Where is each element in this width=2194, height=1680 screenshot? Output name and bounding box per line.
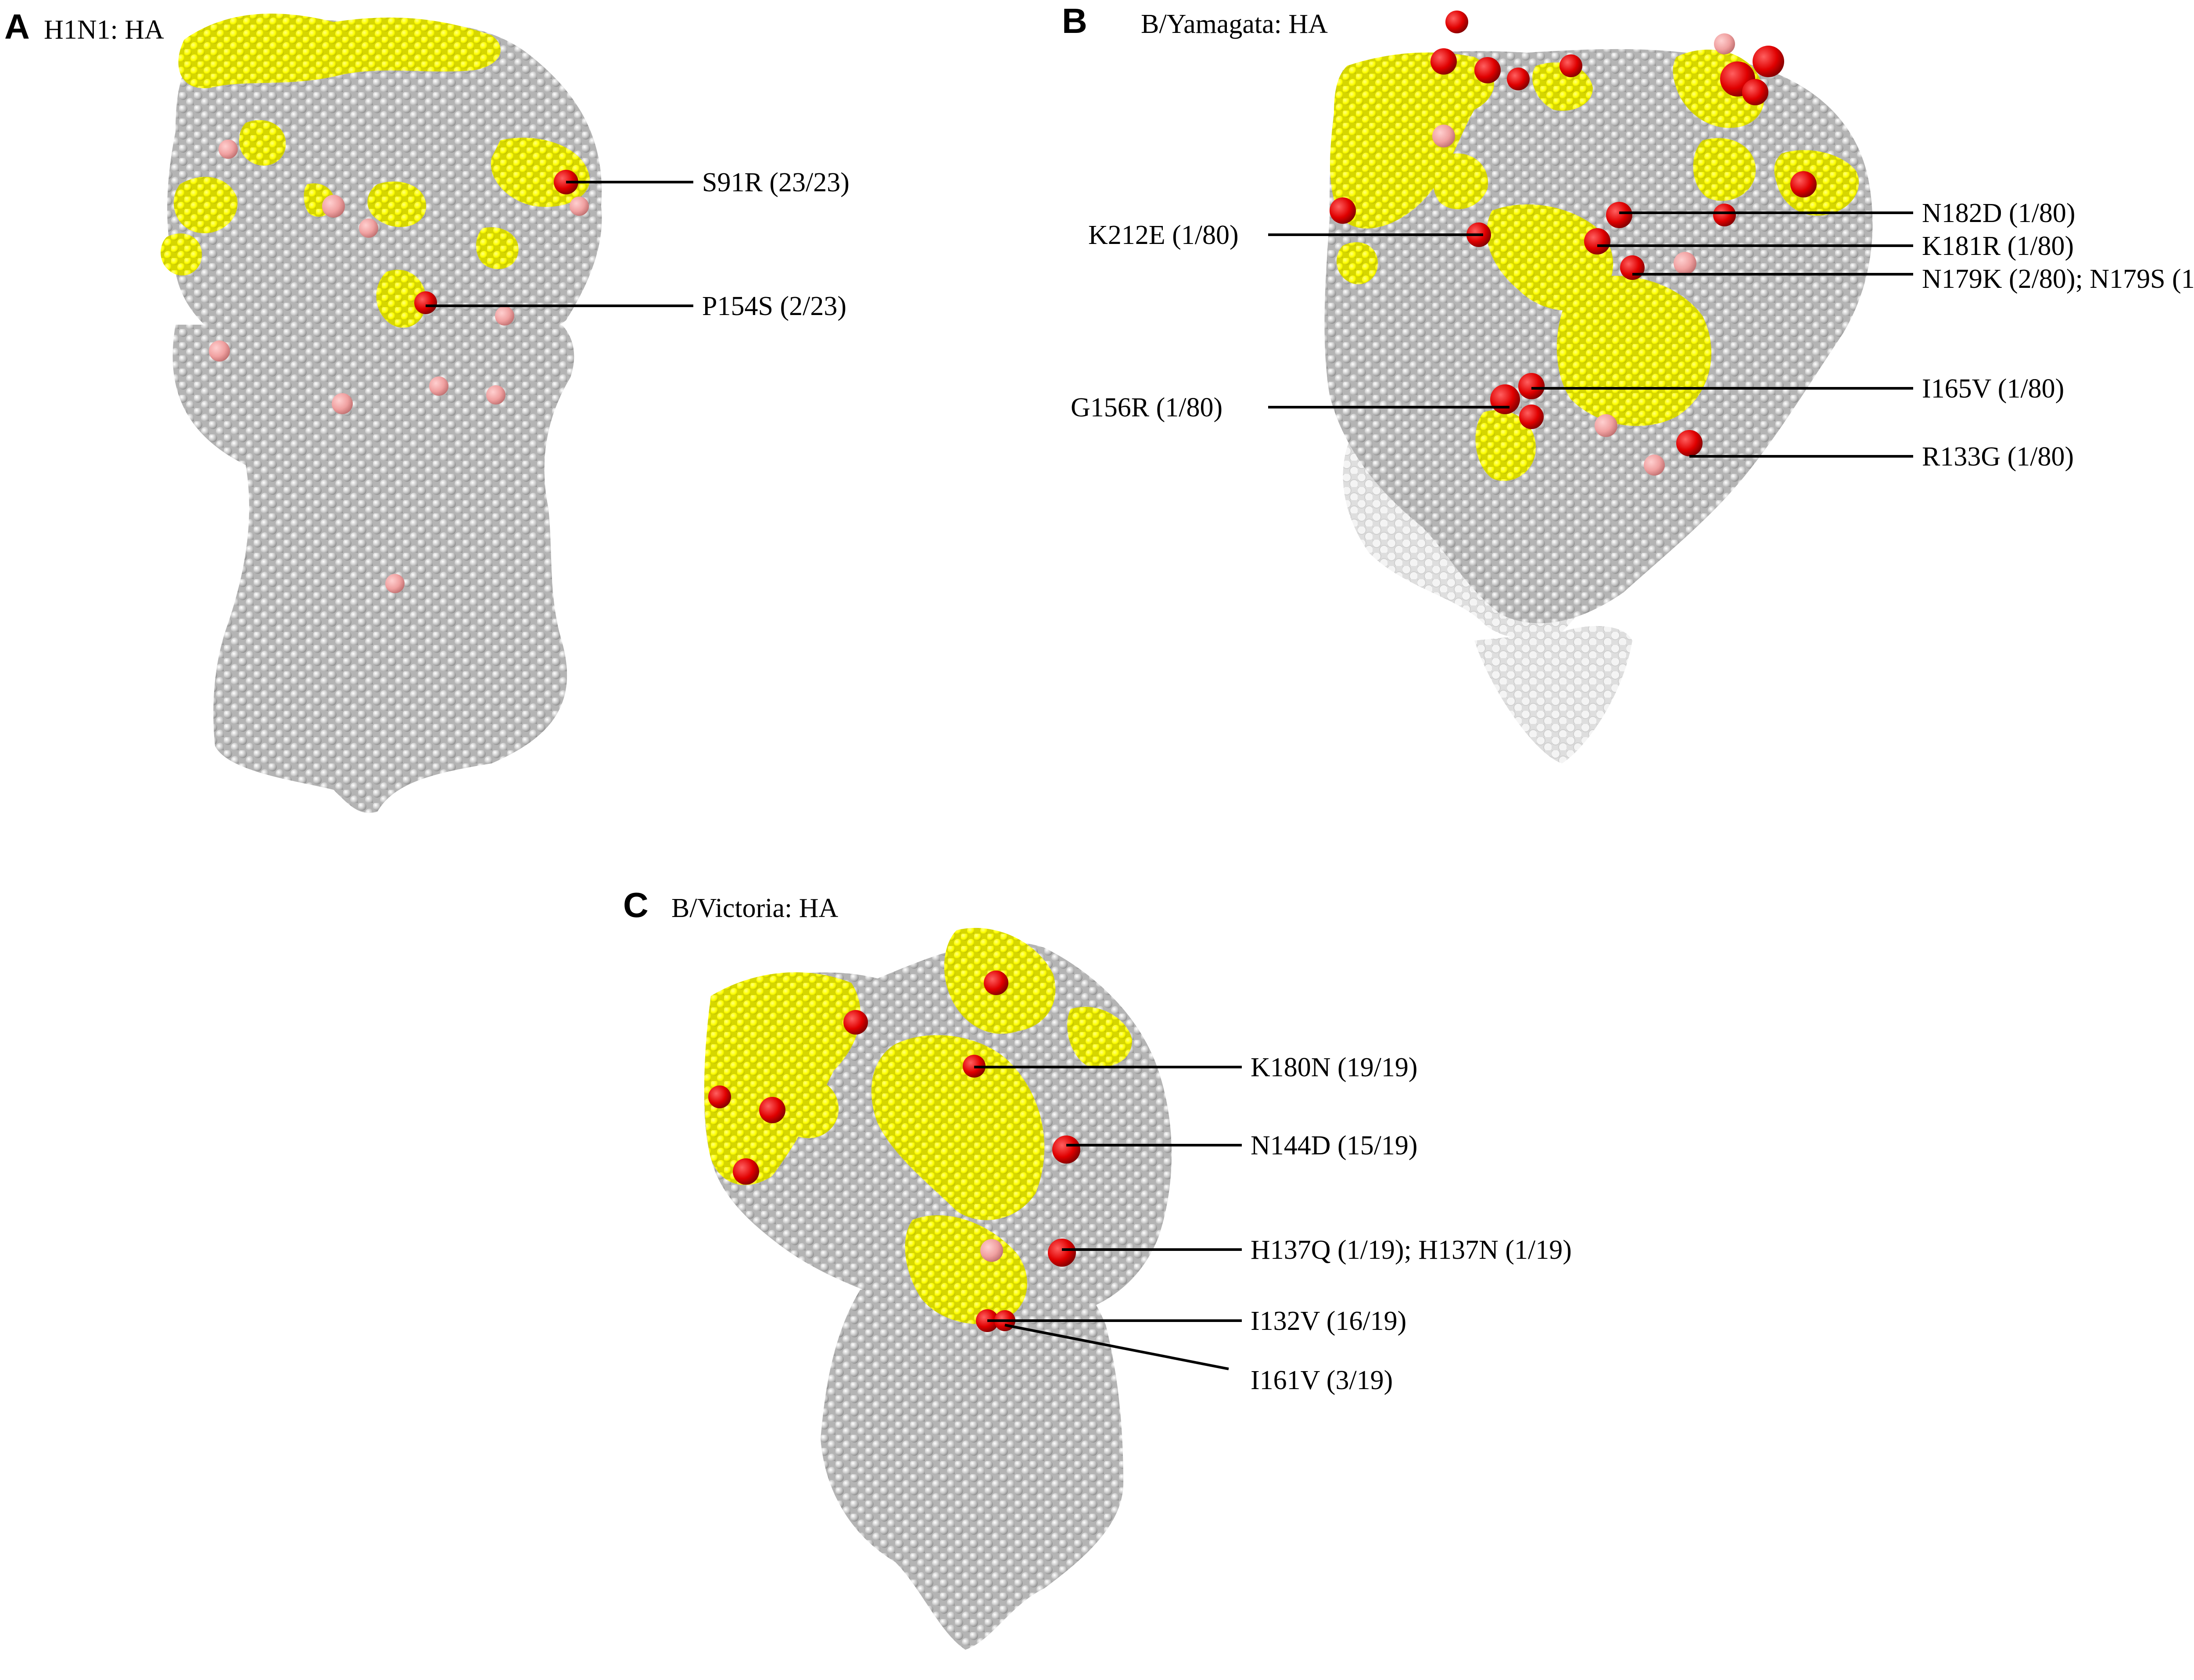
minor-site [359,219,378,238]
mutation-site [1742,79,1768,105]
mutation-label: H137Q (1/19); H137N (1/19) [1251,1235,1572,1265]
minor-site [1595,414,1617,437]
panel-c-title: B/Victoria: HA [671,893,838,923]
mutation-label: I132V (16/19) [1251,1306,1406,1336]
antigenic-site-patch [871,1035,1044,1220]
minor-site [1714,33,1735,54]
mutation-site-i165v [1518,373,1545,399]
mutation-label: N144D (15/19) [1251,1131,1418,1161]
panel-a-letter: A [4,7,30,46]
mutation-site-n182d [1606,202,1632,228]
antigenic-site-patch [1337,242,1378,284]
mutation-site-g156r [1519,405,1544,429]
mutation-label: I161V (3/19) [1251,1365,1393,1395]
mutation-site [733,1158,759,1185]
minor-site [219,140,238,159]
antigenic-site-patch [376,269,427,328]
minor-site [1432,125,1455,147]
mutation-site-g156r [1490,384,1520,414]
ha-stalk-surface [172,325,574,813]
mutation-site-k181r [1584,228,1610,254]
mutation-site-p154s [414,291,437,314]
mutation-site [1507,68,1530,90]
mutation-site [1753,46,1784,77]
mutation-label: N179K (2/80); N179S (1/80) [1922,264,2194,294]
mutation-label: P154S (2/23) [702,291,846,321]
ha-stalk-faint-surface [1474,626,1632,763]
panel-a: A H1N1: HA [4,7,850,813]
antigenic-site-patch [1475,410,1536,481]
antigenic-site-patch [1330,52,1494,229]
minor-site [385,574,405,593]
ha-stalk-surface [821,1255,1123,1650]
mutation-label: N182D (1/80) [1922,198,2076,228]
mutation-site-h137q [1048,1239,1076,1267]
antigenic-site-patch [1433,153,1488,209]
mutation-site [759,1097,785,1123]
minor-site [486,385,505,405]
minor-site [332,393,353,414]
mutation-site [1790,171,1817,197]
minor-site [495,306,514,326]
antigenic-site-patch [178,13,501,89]
mutation-label: G156R (1/80) [1071,393,1222,423]
antigenic-site-patch [367,181,427,227]
panel-b-title: B/Yamagata: HA [1141,9,1328,39]
mutation-label: K180N (19/19) [1251,1053,1418,1082]
minor-site [429,376,448,396]
mutation-label: I165V (1/80) [1922,374,2064,404]
mutation-label: S91R (23/23) [702,168,850,197]
leader-line [1004,1324,1229,1370]
antigenic-site-patch [780,1077,839,1139]
b-victoria-ha-structure [704,928,1172,1650]
h1n1-ha-structure [161,13,602,813]
mutation-site [984,971,1008,995]
mutation-site [843,1010,868,1035]
mutation-label: K181R (1/80) [1922,231,2074,261]
minor-site [570,197,589,216]
mutation-site [1559,54,1582,77]
antigenic-site-patch [476,227,519,269]
mutation-site [1430,48,1457,75]
antigenic-site-patch [1693,138,1756,201]
mutation-label: R133G (1/80) [1922,442,2074,472]
antigenic-site-patch [173,177,238,233]
mutation-site-k212e [1330,197,1356,224]
mutation-site [1713,204,1736,226]
panel-c-letter: C [623,885,649,924]
antigenic-site-patch [1067,1007,1132,1067]
minor-site [1674,252,1696,275]
mutation-site [708,1085,731,1108]
minor-site [980,1239,1003,1262]
antigenic-site-patch [161,233,202,276]
minor-site [1644,455,1665,476]
mutation-site [1445,11,1468,33]
antigenic-site-patch [239,120,286,166]
panel-b: B B/Yamagata: HA [1062,1,2194,763]
mutation-site-n144d [1052,1136,1080,1164]
mutation-site-r133g [1676,430,1703,456]
mutation-label: K212E (1/80) [1088,220,1239,250]
panel-a-title: H1N1: HA [44,15,164,45]
antigenic-site-patch [704,972,860,1185]
minor-site [322,195,345,218]
mutation-site-n179k [1620,255,1645,280]
minor-site [209,340,230,362]
mutation-site [1474,57,1501,83]
panel-b-letter: B [1062,1,1087,40]
panel-c: C B/Victoria: HA [623,885,1572,1650]
